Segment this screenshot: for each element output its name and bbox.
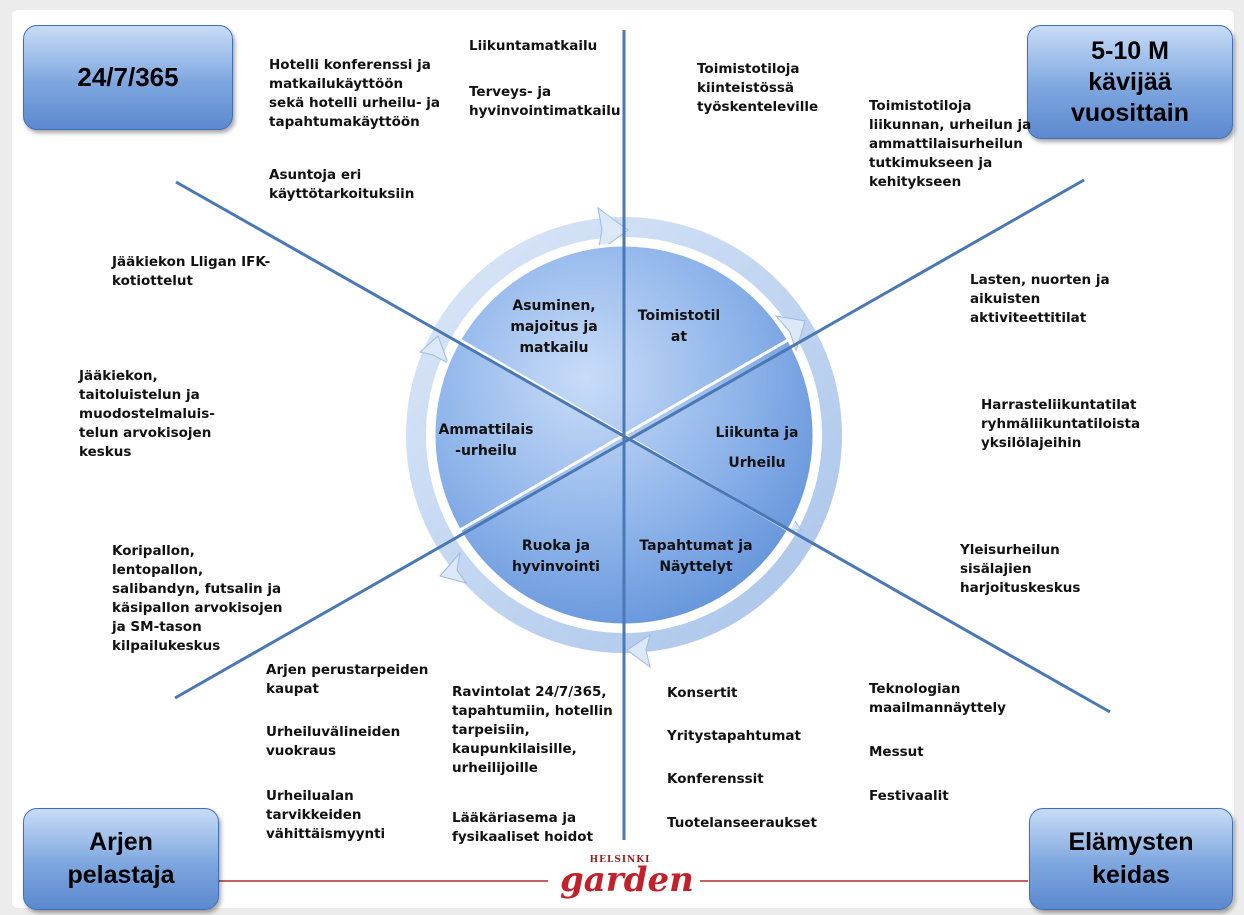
text-toimistotiloja-2: Toimistotiloja liikunnan, urheilun ja am… [869,98,1032,190]
text-teknologian: Teknologian maailmannäyttely [869,681,1006,716]
corner-top-left-text: 24/7/365 [77,62,179,92]
text-lasten: Lasten, nuorten ja aikuisten aktiviteett… [970,272,1110,326]
corner-box-top-left: 24/7/365 [23,25,233,130]
logo-helsinki-text: HELSINKI [589,855,651,865]
logo-garden-text: garden [560,860,694,900]
corner-box-bottom-left: Arjen pelastaja [23,808,219,910]
text-jaakiekon-arvokisat: Jääkiekon, taitoluistelun ja muodostelma… [79,368,215,460]
text-konsertit: Konsertit [667,685,738,701]
text-ravintolat: Ravintolat 24/7/365, tapahtumiin, hotell… [452,684,613,776]
segment-label-asuminen: Asuminen, majoitus ja matkailu [510,298,598,356]
corner-bottom-right-line1: Elämysten [1068,828,1194,856]
text-asuntoja: Asuntoja eri käyttötarkoituksiin [269,167,415,202]
cycle-arrowhead [626,633,651,669]
text-liikuntamatkailu: Liikuntamatkailu [469,38,598,54]
text-hotelli: Hotelli konferenssi ja matkailukäyttöön … [269,57,440,130]
text-messut: Messut [869,744,924,760]
corner-top-right-line1: 5-10 M [1091,36,1169,65]
text-laakari: Lääkäriasema ja fysikaaliset hoidot [452,810,594,845]
text-vuokraus: Urheiluvälineiden vuokraus [266,724,401,759]
segment-label-ruoka: Ruoka ja hyvinvointi [512,538,600,575]
text-vahittaismyynti: Urheilualan tarvikkeiden vähittäismyynti [266,788,386,842]
text-yritystapahtumat: Yritystapahtumat [667,728,801,744]
corner-box-bottom-right: Elämysten keidas [1029,808,1233,910]
segment-label-tapahtumat: Tapahtumat ja Näyttelyt [639,538,753,575]
segment-label-liikunta: Liikunta ja Urheilu [715,425,799,471]
text-harraste: Harrasteliikuntatilat ryhmäliikuntatiloi… [981,397,1141,451]
text-konferenssit: Konferenssit [667,771,764,787]
text-koripallo: Koripallon, lentopallon, salibandyn, fut… [112,543,283,654]
corner-bottom-right-line2: keidas [1092,861,1170,889]
segment-label-ammattilais: Ammattilais -urheilu [438,422,534,459]
corner-bottom-left-line1: Arjen [89,828,153,856]
text-jaakiekko-ifk: Jääkiekon Lligan IFK- kotiottelut [112,254,271,289]
corner-box-top-right: 5-10 M kävijää vuosittain [1027,25,1233,139]
segment-label-toimistotilat: Toimistotil at [637,308,721,345]
corner-top-right-line3: vuosittain [1070,98,1190,127]
corner-bottom-left-line2: pelastaja [67,861,175,889]
text-yleisurheilu: Yleisurheilun sisälajien harjoituskeskus [960,542,1081,596]
text-toimistotiloja-1: Toimistotiloja kiinteistössä työskentele… [697,61,819,115]
text-tuotelanseeraukset: Tuotelanseeraukset [667,815,817,831]
text-terveys: Terveys- ja hyvinvointimatkailu [469,84,621,119]
axis-lines [174,30,1111,840]
cycle-arrowhead [439,551,468,584]
corner-top-right-line2: kävijää [1088,67,1172,96]
text-festivaalit: Festivaalit [869,788,949,804]
text-arjen-kaupat: Arjen perustarpeiden kaupat [266,662,429,697]
